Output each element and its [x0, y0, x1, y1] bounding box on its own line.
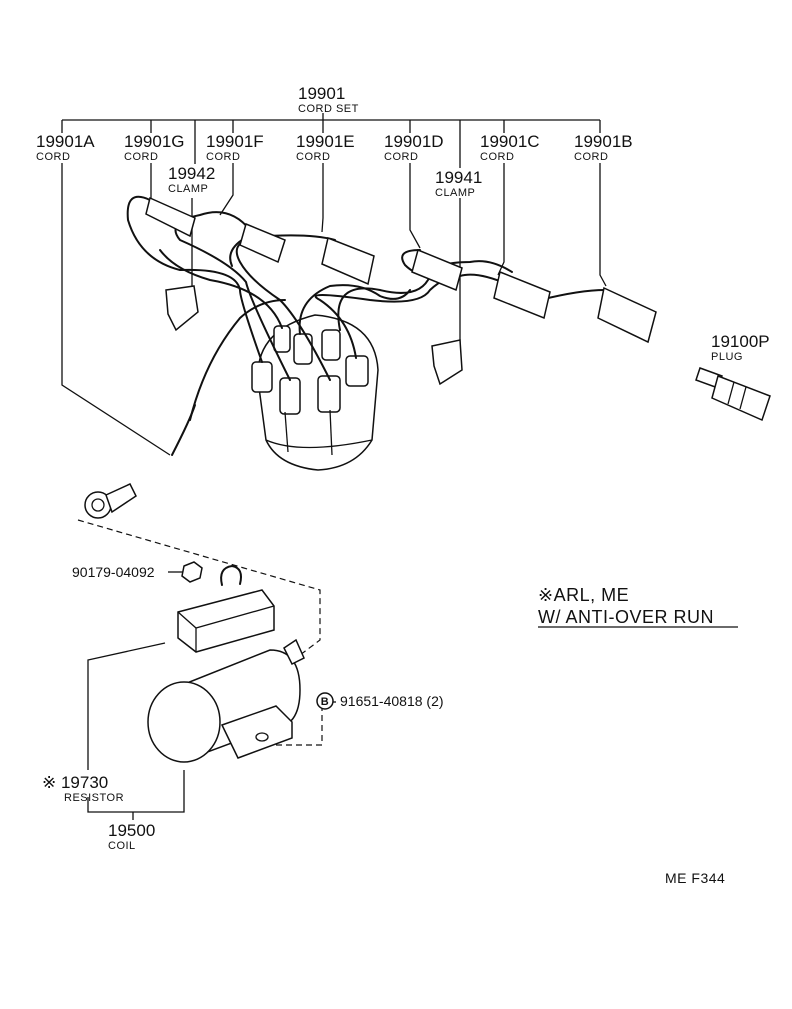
distributor-cap — [251, 314, 379, 471]
leader-lines — [61, 163, 738, 820]
note-line-2: W/ ANTI-OVER RUN — [538, 607, 715, 627]
cord-g-name: CORD — [124, 151, 159, 163]
cord-set-label: 19901 CORD SET — [298, 85, 359, 115]
resistor-part-number: ※ 19730 — [42, 773, 109, 792]
cord-b-label: 19901B CORD — [574, 133, 633, 163]
cord-e-label: 19901E CORD — [296, 133, 355, 163]
bolt-marker — [316, 692, 334, 710]
assembly-dashed-lines — [77, 519, 323, 746]
cord-e-name: CORD — [296, 151, 331, 163]
cord-set-name: CORD SET — [298, 103, 359, 115]
cord-d-name: CORD — [384, 151, 419, 163]
clamp-19941-label: 19941 CLAMP — [435, 169, 482, 199]
cord-a-part-number: 19901A — [36, 132, 95, 151]
plug-name: PLUG — [711, 351, 743, 363]
resistor-name: RESISTOR — [64, 792, 125, 804]
clamp-19941-part-number: 19941 — [435, 168, 483, 187]
cord-c-label: 19901C CORD — [480, 133, 540, 163]
ignition-cords — [126, 195, 606, 456]
resistor-label: ※ 19730 RESISTOR — [42, 774, 124, 804]
cord-c-part-number: 19901C — [480, 132, 540, 151]
plug-part-number: 19100P — [711, 332, 770, 351]
cord-a-name: CORD — [36, 151, 71, 163]
clamp-19942-label: 19942 CLAMP — [168, 165, 215, 195]
nut-part-number: 90179-04092 — [72, 564, 155, 580]
coil-part-number: 19500 — [108, 821, 156, 840]
cord-d-label: 19901D CORD — [384, 133, 444, 163]
clamps — [165, 285, 463, 386]
coil-name: COIL — [108, 840, 136, 852]
clamp-19942-part-number: 19942 — [168, 164, 216, 183]
cord-set-bracket — [61, 113, 601, 168]
coil-cord-end — [84, 483, 137, 519]
cord-a-label: 19901A CORD — [36, 133, 95, 163]
bolt-part-number: 91651-40818 (2) — [340, 693, 444, 709]
coil-label: 19500 COIL — [108, 822, 155, 852]
cord-c-name: CORD — [480, 151, 515, 163]
plug-boots — [145, 196, 657, 344]
figure-reference: ME F344 — [665, 870, 726, 886]
cord-e-part-number: 19901E — [296, 132, 355, 151]
applicability-note: ※ARL, ME W/ ANTI-OVER RUN — [538, 586, 714, 626]
bolt-label: B — [317, 693, 333, 709]
resistor — [177, 565, 275, 653]
cord-g-label: 19901G CORD — [124, 133, 185, 163]
note-line-1: ※ARL, ME — [538, 585, 630, 605]
plug-label: 19100P PLUG — [711, 333, 770, 363]
cord-b-name: CORD — [574, 151, 609, 163]
spark-plug — [695, 367, 771, 422]
cord-f-part-number: 19901F — [206, 132, 264, 151]
ignition-coil — [147, 638, 305, 763]
cord-f-name: CORD — [206, 151, 241, 163]
bolt-marker-letter: B — [320, 696, 330, 708]
clamp-19941-name: CLAMP — [435, 187, 476, 199]
nut — [181, 561, 203, 583]
clamp-19942-name: CLAMP — [168, 183, 209, 195]
cord-set-part-number: 19901 — [298, 84, 346, 103]
cord-g-part-number: 19901G — [124, 132, 185, 151]
cord-b-part-number: 19901B — [574, 132, 633, 151]
cord-f-label: 19901F CORD — [206, 133, 264, 163]
cord-d-part-number: 19901D — [384, 132, 444, 151]
